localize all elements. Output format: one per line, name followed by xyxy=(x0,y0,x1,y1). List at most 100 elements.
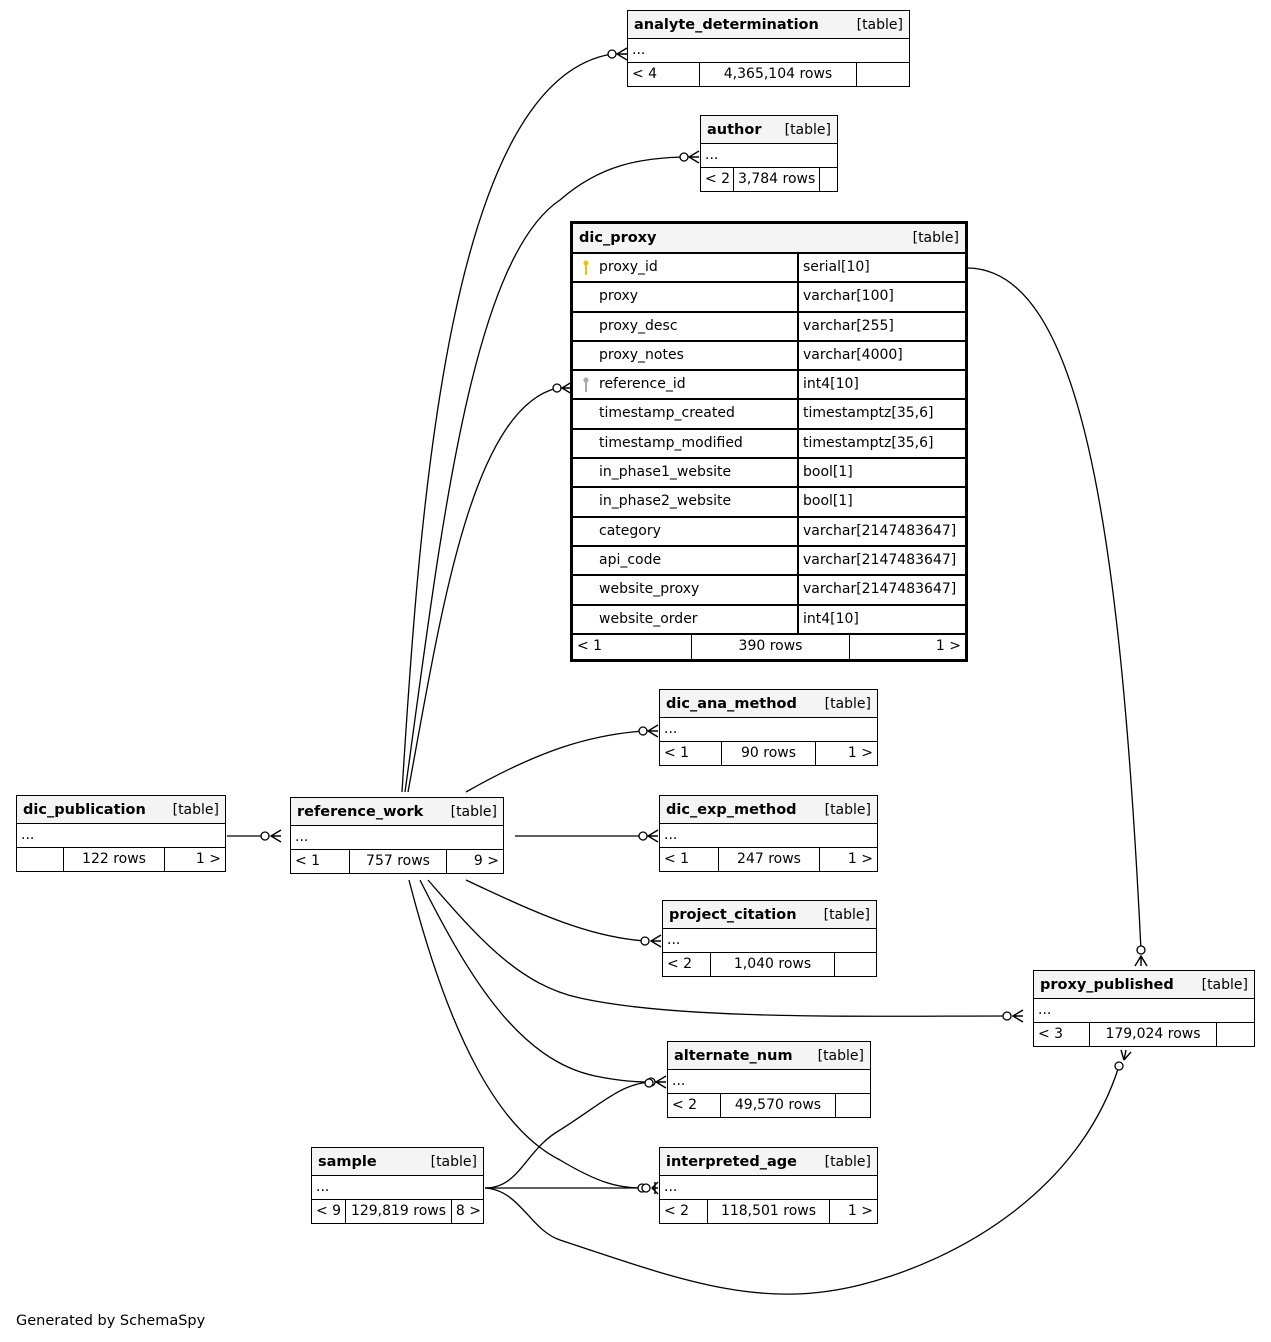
column-name-text: category xyxy=(599,522,661,539)
table-footer: < 2 1,040 rows xyxy=(663,953,876,976)
column-name: proxy_notes xyxy=(573,341,799,370)
column-type: bool[1] xyxy=(803,493,853,510)
table-author[interactable]: author [table] ... < 2 3,784 rows xyxy=(700,115,838,192)
table-header: project_citation [table] xyxy=(663,901,876,929)
table-dic-ana-method[interactable]: dic_ana_method [table] ... < 1 90 rows 1… xyxy=(659,689,878,766)
edge-reference-work-proxy-published xyxy=(427,879,1008,1017)
crows-foot-icon xyxy=(1134,954,1148,967)
table-name: project_citation xyxy=(669,906,797,923)
collapsed-columns: ... xyxy=(291,826,503,850)
child-count: 8 > xyxy=(455,1203,481,1219)
table-dic-publication[interactable]: dic_publication [table] ... 122 rows 1 > xyxy=(16,795,226,872)
table-footer: < 2 3,784 rows xyxy=(701,168,837,191)
column-type: bool[1] xyxy=(803,464,853,481)
optional-circle-icon xyxy=(641,1183,651,1193)
row-count: 122 rows xyxy=(64,848,165,871)
table-header: reference_work [table] xyxy=(291,798,503,826)
table-name: alternate_num xyxy=(674,1047,793,1064)
column-name: in_phase2_website xyxy=(573,488,799,516)
parent-count: < 2 xyxy=(663,953,711,976)
table-name: dic_exp_method xyxy=(666,801,797,818)
table-footer: < 2 49,570 rows xyxy=(668,1094,870,1117)
parent-count: < 1 xyxy=(660,848,719,871)
table-proxy-published[interactable]: proxy_published [table] ... < 3 179,024 … xyxy=(1033,970,1255,1047)
optional-circle-icon xyxy=(1114,1061,1124,1071)
column-name: timestamp_created xyxy=(573,400,799,428)
child-count xyxy=(857,63,909,86)
column-name-text: website_order xyxy=(599,610,698,627)
collapsed-columns: ... xyxy=(668,1070,870,1094)
row-count: 90 rows xyxy=(722,742,816,765)
optional-circle-icon xyxy=(638,831,648,841)
edge-sample-alternate-num xyxy=(484,1081,651,1189)
table-footer: 122 rows 1 > xyxy=(17,848,225,871)
optional-circle-icon xyxy=(1136,945,1146,955)
table-header: sample [table] xyxy=(312,1148,483,1176)
column-name-text: website_proxy xyxy=(599,581,700,598)
table-header: dic_publication [table] xyxy=(17,796,225,824)
optional-circle-icon xyxy=(607,49,617,59)
table-footer: < 3 179,024 rows xyxy=(1034,1023,1254,1046)
child-count: 1 > xyxy=(847,851,873,867)
foreign-key-icon xyxy=(583,377,589,393)
crows-foot-icon xyxy=(269,829,282,843)
column-name: reference_id xyxy=(573,371,799,399)
collapsed-columns: ... xyxy=(701,144,837,168)
table-footer: < 1 757 rows 9 > xyxy=(291,850,503,873)
optional-circle-icon xyxy=(552,383,562,393)
table-footer: < 1 90 rows 1 > xyxy=(660,742,877,765)
column-name: website_order xyxy=(573,605,799,633)
table-reference-work[interactable]: reference_work [table] ... < 1 757 rows … xyxy=(290,797,504,874)
parent-count: < 9 xyxy=(312,1200,346,1223)
table-kind: [table] xyxy=(172,801,219,818)
child-count: 1 > xyxy=(847,1203,873,1219)
table-name: reference_work xyxy=(297,803,424,820)
optional-circle-icon xyxy=(640,936,650,946)
column-name: timestamp_modified xyxy=(573,429,799,458)
collapsed-columns: ... xyxy=(1034,999,1254,1023)
column-type: varchar[255] xyxy=(803,317,894,334)
row-count: 118,501 rows xyxy=(708,1200,830,1223)
edge-dic-proxy-proxy-published xyxy=(967,267,1142,951)
table-kind: [table] xyxy=(824,695,871,712)
crows-foot-icon xyxy=(1011,1009,1024,1023)
parent-count: < 2 xyxy=(668,1094,721,1117)
table-kind: [table] xyxy=(784,121,831,138)
row-count: 1,040 rows xyxy=(711,953,835,976)
table-kind: [table] xyxy=(912,230,959,246)
table-analyte-determination[interactable]: analyte_determination [table] ... < 4 4,… xyxy=(627,10,910,87)
table-header: interpreted_age [table] xyxy=(660,1148,877,1176)
edge-reference-work-interpreted-age xyxy=(408,879,643,1189)
column-name: in_phase1_website xyxy=(573,459,799,487)
table-sample[interactable]: sample [table] ... < 9 129,819 rows 8 > xyxy=(311,1147,484,1224)
table-alternate-num[interactable]: alternate_num [table] ... < 2 49,570 row… xyxy=(667,1041,871,1118)
table-interpreted-age[interactable]: interpreted_age [table] ... < 2 118,501 … xyxy=(659,1147,878,1224)
table-name: analyte_determination xyxy=(634,16,819,33)
edge-reference-work-author xyxy=(404,156,685,793)
table-header: alternate_num [table] xyxy=(668,1042,870,1070)
column-name: proxy_id xyxy=(573,254,799,282)
table-header: proxy_published [table] xyxy=(1034,971,1254,999)
table-dic-exp-method[interactable]: dic_exp_method [table] ... < 1 247 rows … xyxy=(659,795,878,872)
collapsed-columns: ... xyxy=(17,824,225,848)
table-kind: [table] xyxy=(824,801,871,818)
table-project-citation[interactable]: project_citation [table] ... < 2 1,040 r… xyxy=(662,900,877,977)
row-count: 179,024 rows xyxy=(1090,1023,1217,1046)
crows-foot-icon xyxy=(649,934,662,948)
table-name: dic_ana_method xyxy=(666,695,797,712)
optional-circle-icon xyxy=(260,831,270,841)
table-footer: < 9 129,819 rows 8 > xyxy=(312,1200,483,1223)
child-count: 1 > xyxy=(935,637,961,654)
column-name-text: api_code xyxy=(599,551,662,568)
crows-foot-icon xyxy=(687,150,700,164)
column-type: varchar[100] xyxy=(803,288,894,305)
edge-reference-work-project-citation xyxy=(465,879,646,942)
collapsed-columns: ... xyxy=(628,39,909,63)
